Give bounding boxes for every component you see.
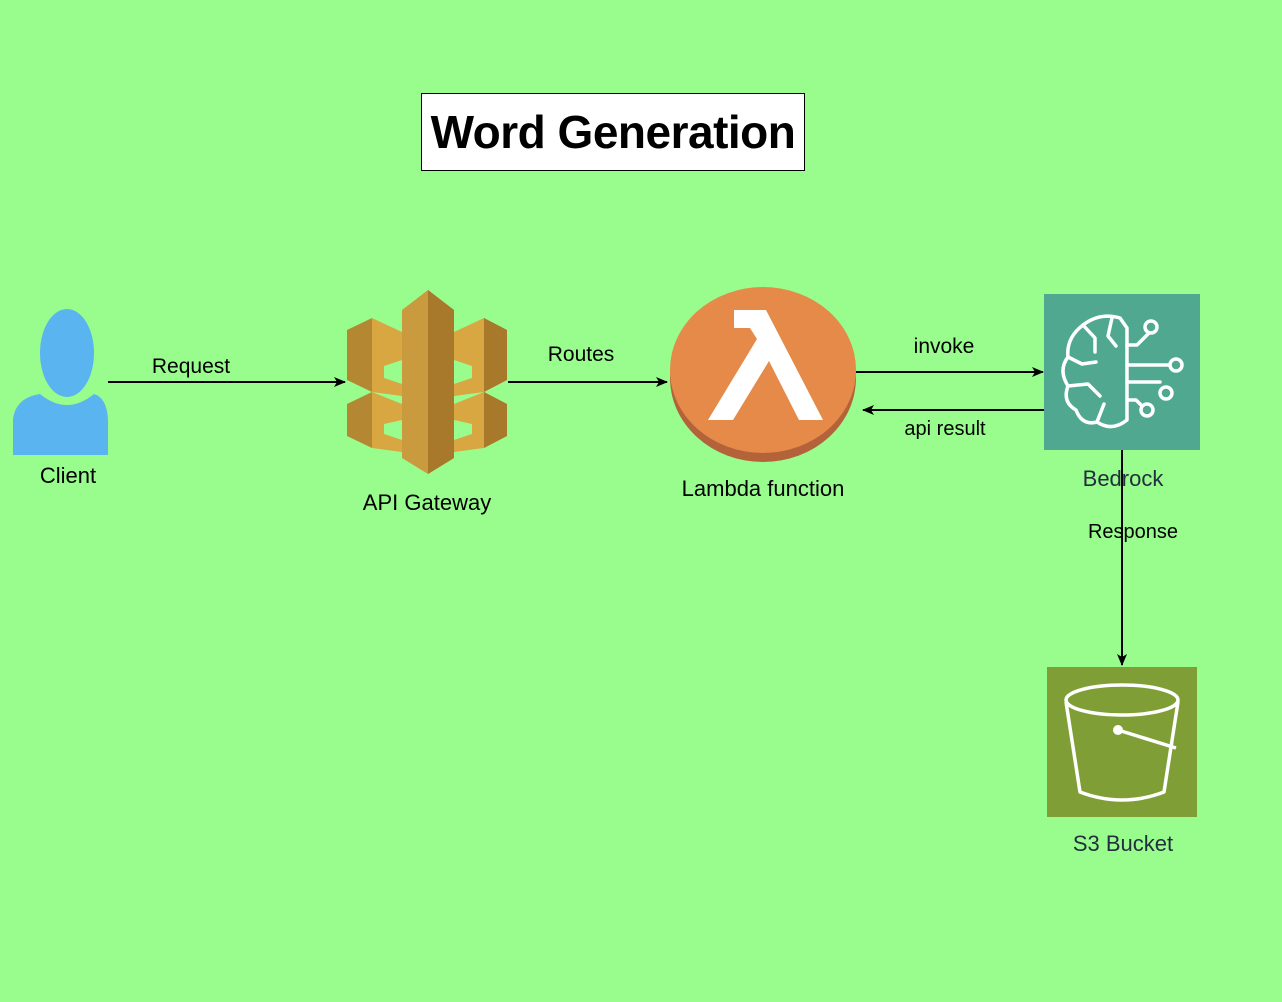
invoke-label: invoke: [913, 335, 975, 358]
bedrock-label: Bedrock: [1082, 466, 1164, 491]
api-result-label: api result: [904, 418, 986, 440]
client-label: Client: [39, 463, 97, 488]
request-label: Request: [151, 355, 231, 378]
routes-label: Routes: [547, 343, 615, 366]
api-gateway-icon[interactable]: [347, 290, 507, 474]
s3-label: S3 Bucket: [1072, 831, 1174, 856]
diagram-title: Word Generation: [421, 93, 805, 171]
user-icon[interactable]: [13, 309, 108, 455]
title-text: Word Generation: [430, 106, 796, 158]
lambda-label: Lambda function: [681, 476, 845, 501]
lambda-icon[interactable]: [670, 287, 856, 462]
bedrock-brain-icon[interactable]: [1044, 294, 1200, 450]
response-label: Response: [1087, 521, 1179, 543]
api-gateway-label: API Gateway: [362, 490, 492, 515]
s3-bucket-icon[interactable]: [1047, 667, 1197, 817]
